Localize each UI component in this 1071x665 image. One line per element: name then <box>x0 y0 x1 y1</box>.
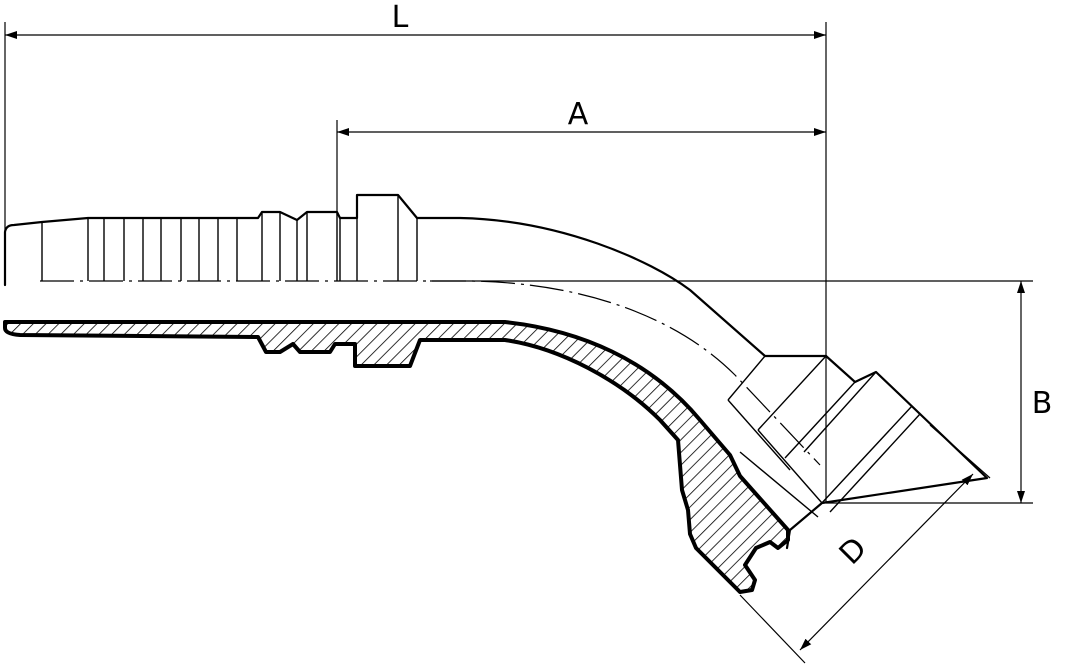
flange-outer-contour <box>785 354 989 550</box>
dimension-label-l: L <box>392 0 409 35</box>
dimension-label-b: B <box>1032 386 1053 421</box>
fitting-centerline <box>40 280 821 466</box>
dimension-line-d <box>799 473 974 651</box>
dimension-label-d: D <box>833 531 874 572</box>
fitting-outer-contour <box>3 193 828 358</box>
fitting-cross-section <box>3 320 790 594</box>
dimension-a: A <box>336 97 826 215</box>
extension-line-d-bottom <box>739 594 806 664</box>
dimension-b: B <box>430 280 1053 504</box>
dimension-label-a: A <box>568 97 589 132</box>
fitting-exterior-view <box>3 193 828 358</box>
barb-rings <box>41 195 418 281</box>
